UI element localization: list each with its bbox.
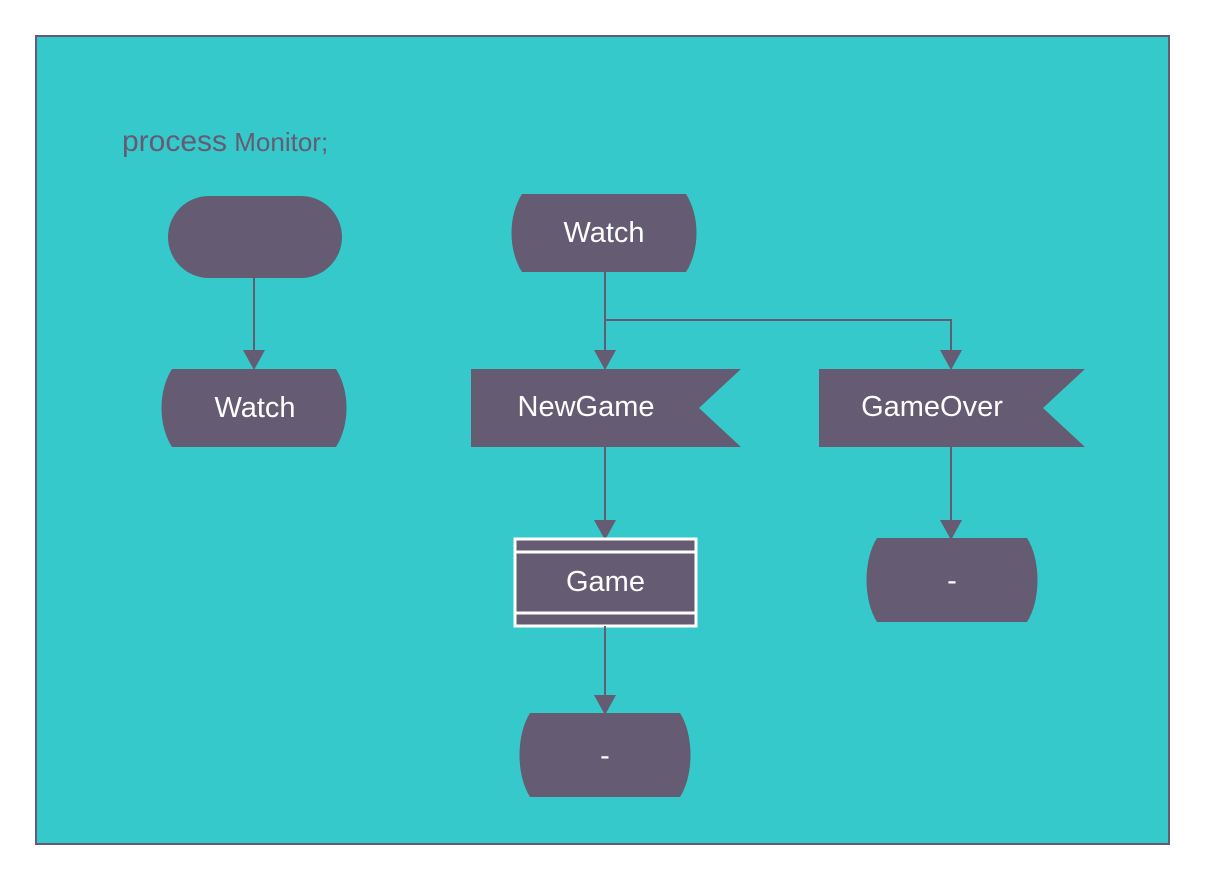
process-title: process Monitor; [122,125,328,159]
process-keyword: process [122,125,228,158]
process-name: Monitor; [227,127,329,157]
